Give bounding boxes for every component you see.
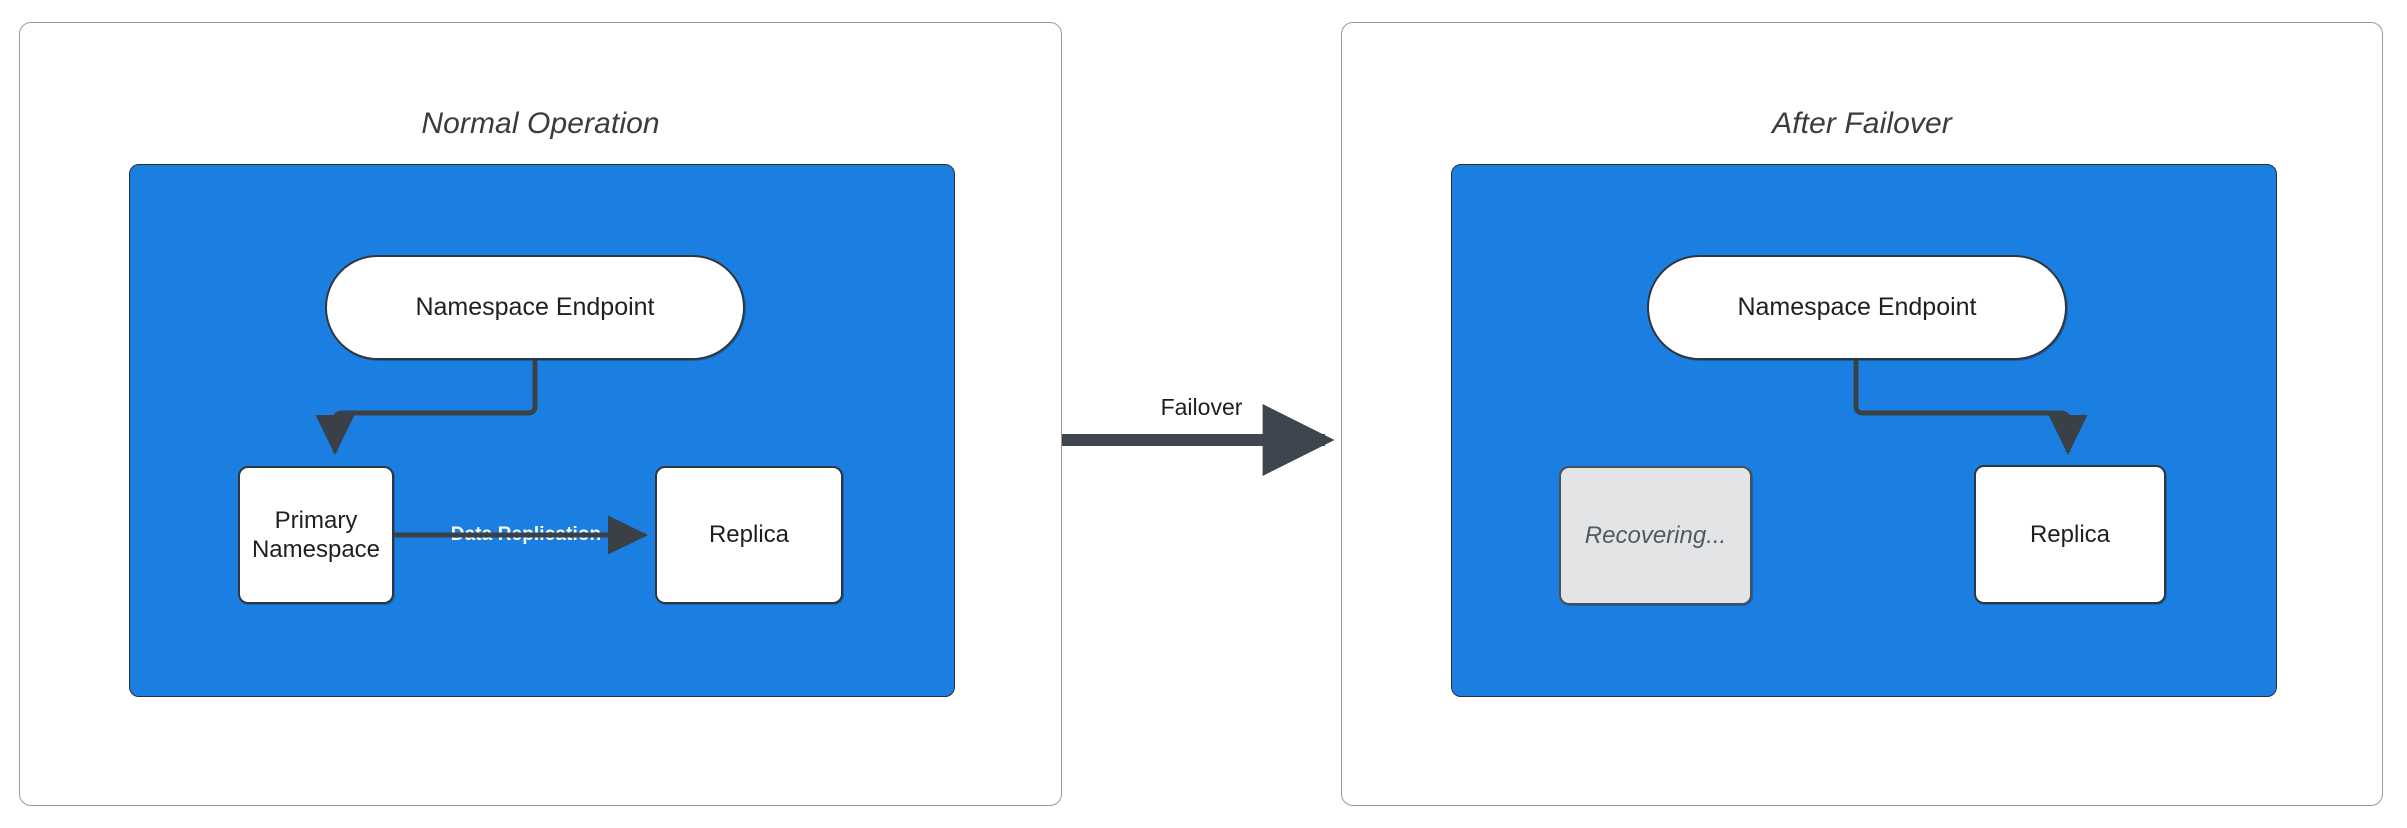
node-namespace-endpoint-right[interactable]: Namespace Endpoint xyxy=(1647,255,2067,360)
node-label: Replica xyxy=(2029,520,2111,548)
node-replica-left[interactable]: Replica xyxy=(655,466,843,604)
node-recovering[interactable]: Recovering... xyxy=(1559,466,1752,605)
node-replica-right[interactable]: Replica xyxy=(1974,465,2166,604)
node-primary-namespace[interactable]: Primary Namespace xyxy=(238,466,394,604)
zone-normal-operation xyxy=(129,164,955,697)
node-label: Namespace Endpoint xyxy=(1737,293,1977,322)
node-label: Primary Namespace xyxy=(251,506,381,563)
node-label: Replica xyxy=(708,521,790,549)
panel-title-normal-operation: Normal Operation xyxy=(421,107,660,140)
transition-label-failover: Failover xyxy=(1160,394,1243,420)
node-label: Recovering... xyxy=(1584,521,1727,549)
panel-title-after-failover: After Failover xyxy=(1772,107,1952,140)
node-label: Namespace Endpoint xyxy=(415,293,655,322)
edge-label-data-replication: Data Replication xyxy=(450,524,602,545)
node-namespace-endpoint-left[interactable]: Namespace Endpoint xyxy=(325,255,745,360)
zone-after-failover xyxy=(1451,164,2277,697)
